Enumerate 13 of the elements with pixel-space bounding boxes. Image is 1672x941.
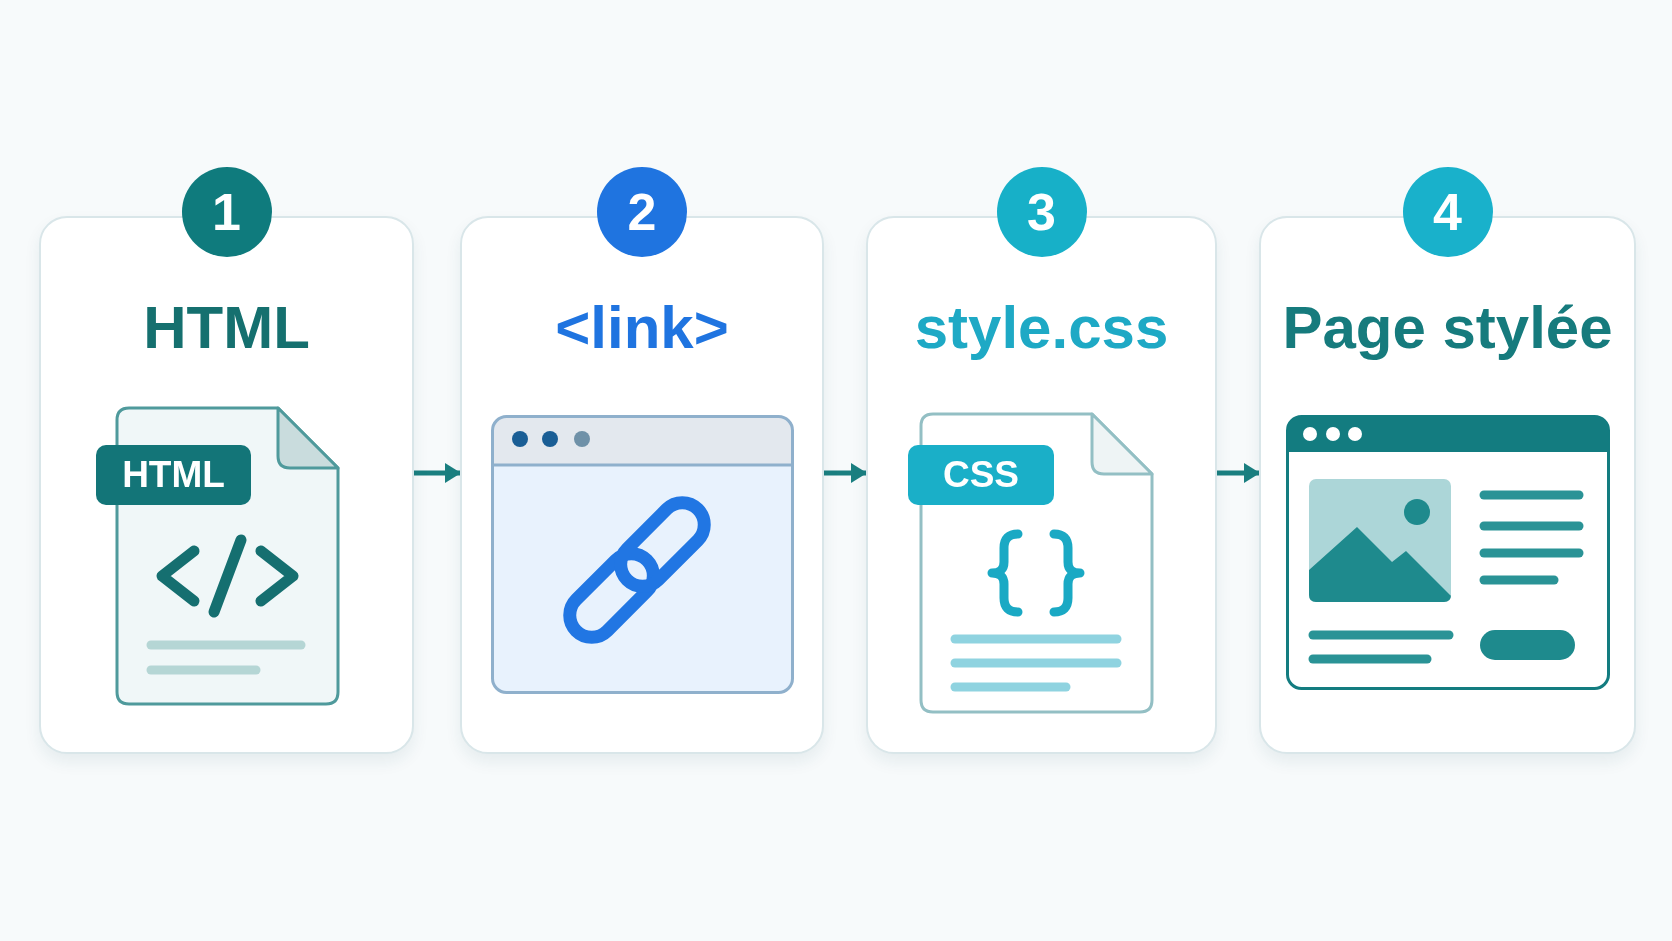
arrow bbox=[824, 463, 867, 483]
step-title: style.css bbox=[914, 293, 1169, 362]
step-number-circle: 3 bbox=[996, 167, 1087, 257]
step-title: Page stylée bbox=[1282, 293, 1613, 362]
arrow bbox=[414, 463, 461, 483]
step-number-circle: 1 bbox=[181, 167, 272, 257]
file-type-tag: CSS bbox=[908, 445, 1054, 505]
step-number-circle: 2 bbox=[597, 167, 687, 257]
step-number-circle: 4 bbox=[1402, 167, 1493, 257]
arrow bbox=[1217, 463, 1260, 483]
step-title: HTML bbox=[143, 293, 310, 362]
file-type-tag: HTML bbox=[96, 445, 251, 505]
step-title: <link> bbox=[555, 293, 729, 362]
